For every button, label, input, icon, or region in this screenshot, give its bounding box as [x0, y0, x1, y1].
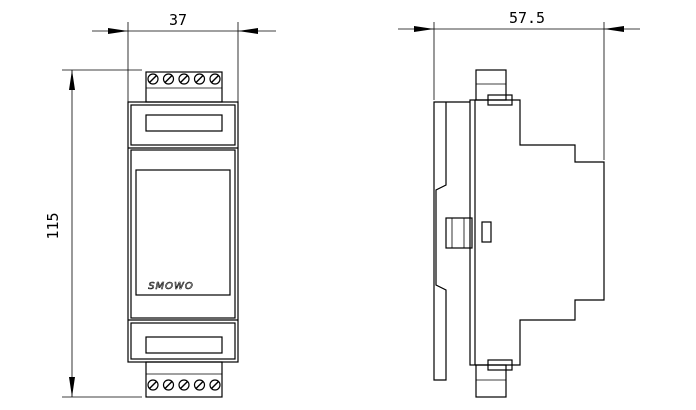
bottom-terminal-block — [145, 361, 223, 398]
din-rail-clip — [433, 101, 473, 381]
side-terminal-bottom — [475, 359, 513, 398]
side-housing — [469, 99, 605, 366]
width-label: 37 — [169, 11, 187, 29]
front-view: 37 115 SMOWO — [44, 11, 276, 398]
top-terminal-block — [145, 71, 223, 103]
screw-slot — [149, 75, 157, 83]
side-terminal-top — [475, 69, 513, 106]
screw-slot — [211, 75, 219, 83]
screw-slot — [180, 75, 188, 83]
screw-slot — [164, 381, 173, 389]
height-dimension: 115 — [44, 69, 142, 398]
height-label: 115 — [44, 212, 62, 239]
depth-label: 57.5 — [509, 9, 545, 27]
side-view: 57.5 — [398, 9, 640, 398]
width-dimension: 37 — [92, 11, 276, 108]
screw-slot — [211, 381, 219, 389]
terminal-screws-top — [147, 73, 221, 85]
screw-slot — [149, 381, 157, 389]
front-housing: SMOWO — [127, 101, 239, 363]
depth-dimension: 57.5 — [398, 9, 640, 160]
screw-slot — [195, 75, 204, 83]
brand-logo: SMOWO — [148, 281, 194, 292]
screw-slot — [164, 75, 173, 83]
front-panel-window — [135, 169, 231, 296]
side-latch — [481, 221, 492, 243]
terminal-screws-bottom — [147, 379, 221, 391]
screw-slot — [195, 381, 204, 389]
screw-slot — [180, 381, 188, 389]
